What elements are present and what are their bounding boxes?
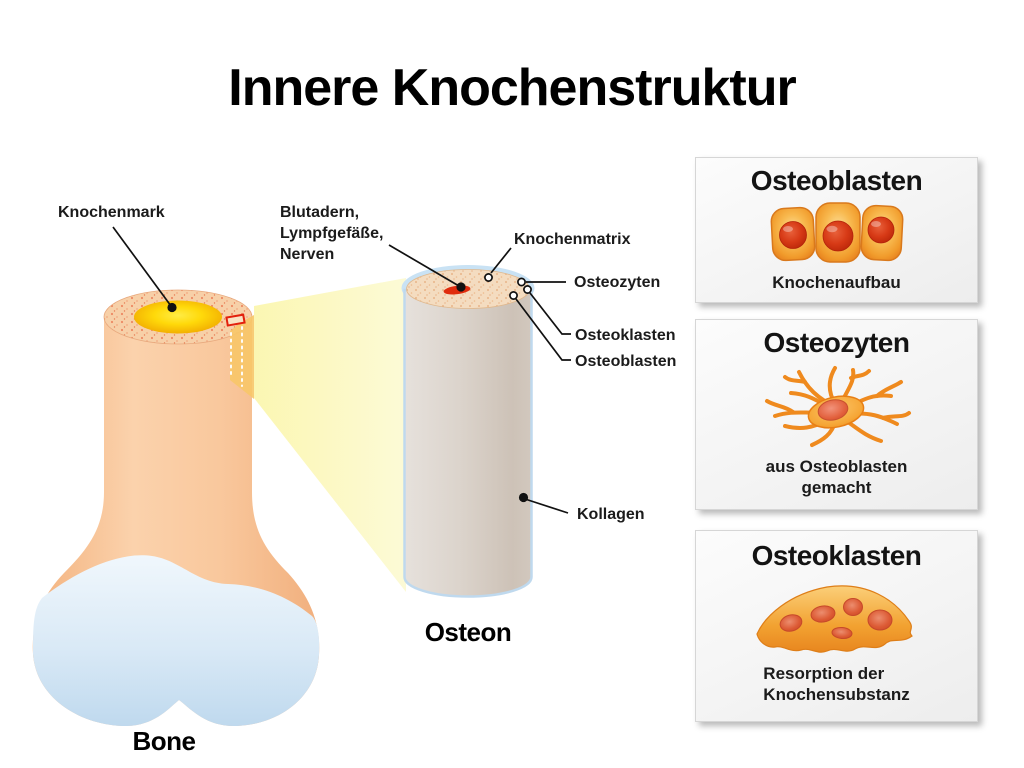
label-kollagen: Kollagen [577, 506, 645, 523]
osteon-caption: Osteon [424, 617, 512, 647]
leader-lines [112, 226, 571, 514]
label-blutadern-line3: Nerven [280, 246, 335, 263]
osteon-illustration [401, 265, 535, 598]
label-knochenmark: Knochenmark [58, 204, 165, 221]
panel-osteozyten-caption: aus Osteoblasten gemacht [696, 456, 977, 498]
blutadern-leader [388, 244, 460, 287]
bone-marrow [134, 300, 222, 334]
osteozyten-ring [517, 277, 526, 287]
bone-illustration [32, 289, 320, 727]
label-knochenmatrix: Knochenmatrix [514, 231, 631, 248]
panel-osteoblasten-title: Osteoblasten [750, 165, 923, 196]
panel-osteoblasten: Osteoblasten [695, 157, 978, 303]
panel-osteozyten-caption-line2: gemacht [801, 478, 872, 497]
label-blutadern: Blutadern, Lympfgefäße, Nerven [280, 202, 383, 265]
label-osteoklasten: Osteoklasten [575, 327, 676, 344]
kollagen-dot [518, 492, 529, 503]
panel-osteozyten-title: Osteozyten [763, 327, 910, 358]
bone-cut-wedge [230, 315, 254, 399]
osteoblast-cells-icon [770, 202, 903, 263]
label-osteozyten: Osteozyten [574, 274, 661, 291]
panel-osteoklasten-caption-line2: Knochensubstanz [763, 685, 910, 704]
blutadern-dot [456, 282, 466, 292]
panel-osteozyten-caption-line1: aus Osteoblasten [765, 457, 908, 476]
bone-cartilage [33, 555, 320, 727]
panel-osteozyten: Osteozyten [695, 319, 978, 510]
knochenmatrix-ring [484, 273, 493, 282]
bone-caption: Bone [132, 726, 197, 756]
osteoklasten-leader [529, 292, 571, 335]
osteocyte-cell-icon [764, 366, 911, 447]
zoom-beam [254, 278, 406, 592]
osteoklasten-ring [523, 285, 532, 294]
label-blutadern-line1: Blutadern, [280, 204, 360, 221]
knochenmark-dot [167, 302, 177, 313]
osteon-body [403, 288, 533, 598]
panel-osteoklasten-title: Osteoklasten [751, 540, 922, 571]
zoom-marker-rect [225, 313, 246, 327]
osteoblasten-ring [509, 291, 518, 300]
label-blutadern-line2: Lympfgefäße, [280, 225, 384, 242]
panel-osteoklasten-caption: Resorption der Knochensubstanz [763, 663, 909, 705]
label-osteoblasten: Osteoblasten [575, 353, 677, 370]
kollagen-leader [524, 498, 569, 514]
panel-osteoklasten: Osteoklasten Resorpti [695, 530, 978, 722]
knochenmatrix-leader [490, 247, 512, 274]
panel-osteoblasten-caption: Knochenaufbau [772, 273, 901, 292]
leader-endpoints [167, 273, 532, 503]
page-title: Innere Knochenstruktur [228, 59, 796, 117]
knochenmark-leader [112, 226, 172, 307]
osteoclast-cell-icon [755, 585, 913, 653]
osteoblasten-leader [515, 298, 571, 361]
panel-osteoklasten-caption-line1: Resorption der [763, 664, 885, 683]
